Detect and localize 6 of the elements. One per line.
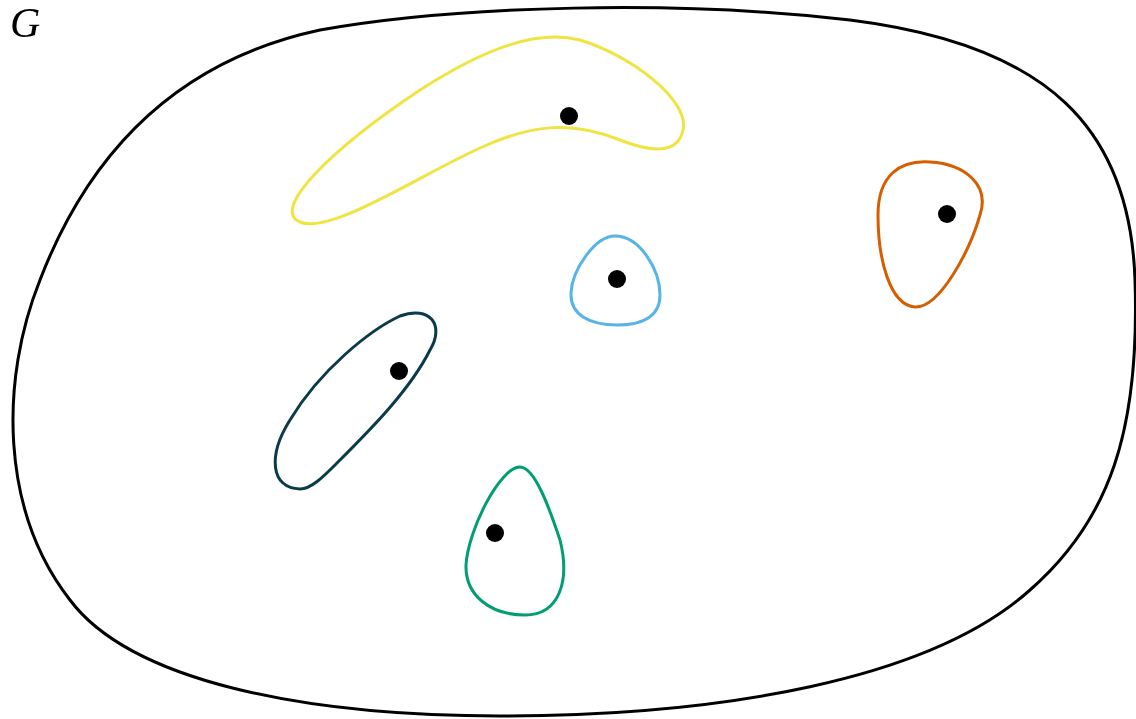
dot [390, 362, 408, 380]
set-label: G [10, 2, 41, 44]
dot [560, 107, 578, 125]
dot [938, 205, 956, 223]
dot [608, 270, 626, 288]
dot [486, 524, 504, 542]
